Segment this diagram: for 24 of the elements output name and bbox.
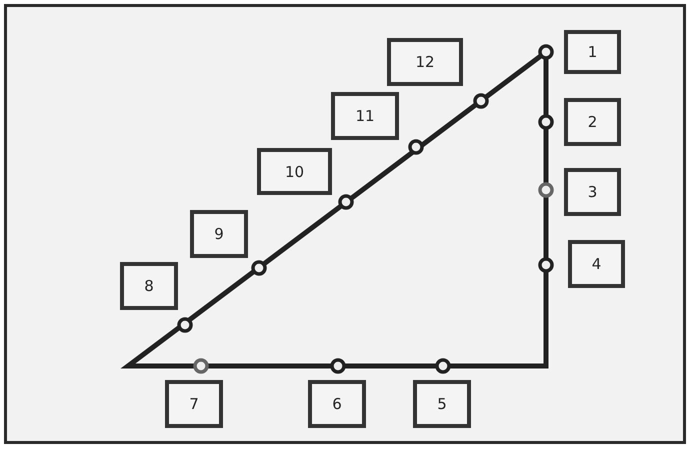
box-number: 3 (588, 183, 598, 201)
number-box (564, 168, 621, 216)
number-box (257, 148, 332, 195)
number-box (331, 92, 399, 140)
number-box (165, 380, 223, 428)
box-number: 8 (144, 277, 154, 295)
box-number: 9 (214, 225, 224, 243)
box-number: 6 (332, 395, 342, 413)
number-box (568, 240, 625, 288)
number-box (190, 210, 248, 258)
box-number: 11 (355, 107, 375, 125)
box-number: 1 (588, 43, 598, 61)
number-box (564, 98, 621, 146)
box-number: 12 (415, 53, 435, 71)
number-box (564, 30, 621, 74)
box-number: 7 (189, 395, 199, 413)
box-number: 5 (437, 395, 447, 413)
box-number: 4 (592, 255, 602, 273)
number-box (120, 262, 178, 310)
box-number: 10 (284, 162, 304, 180)
number-box (308, 380, 366, 428)
box-number: 2 (588, 113, 598, 131)
number-box (387, 38, 463, 86)
number-box (413, 380, 471, 428)
